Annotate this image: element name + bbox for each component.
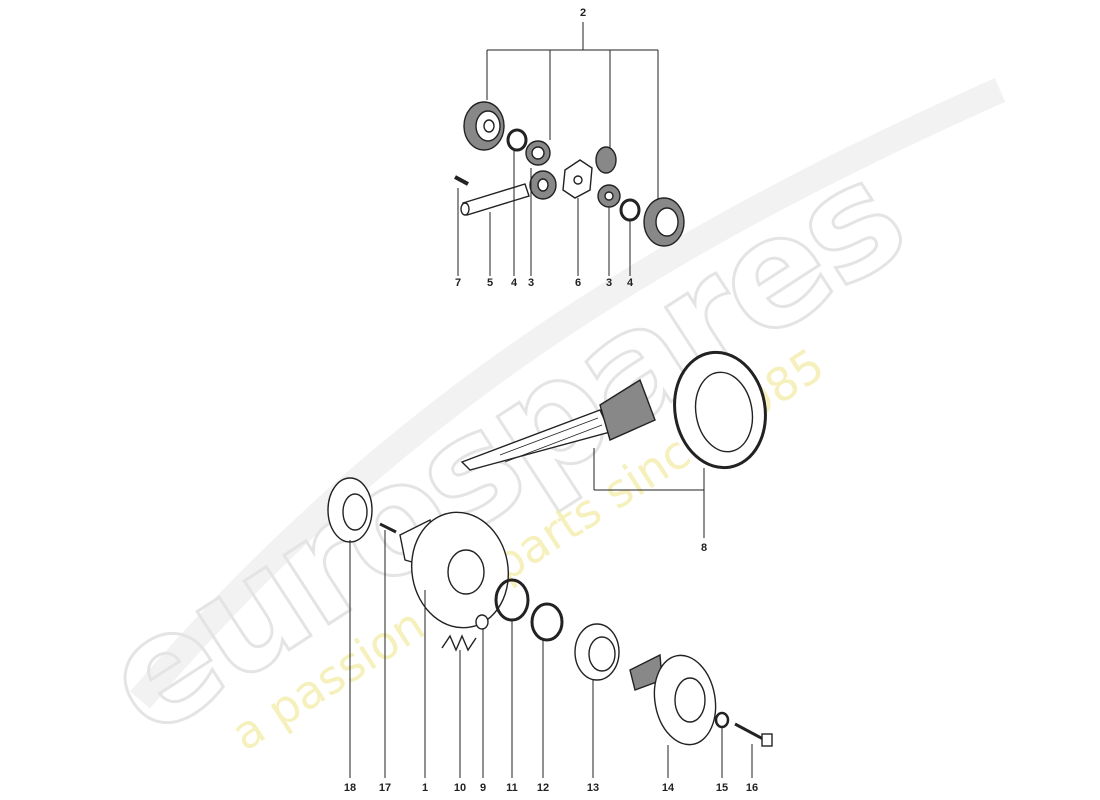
callout-9: 9 — [480, 782, 486, 794]
callout-4-right: 4 — [627, 277, 634, 289]
callout-3-right: 3 — [606, 277, 612, 289]
bolt-16 — [734, 722, 773, 747]
cover-18 — [327, 477, 373, 543]
pinion-gear-right-2 — [597, 184, 621, 208]
pin-7 — [454, 175, 469, 186]
callout-13: 13 — [587, 782, 599, 794]
pinion-shaft — [460, 378, 656, 471]
ring-12 — [530, 602, 564, 642]
clip-10 — [441, 634, 477, 652]
pinion-gear-left-2 — [529, 170, 557, 200]
callout-11: 11 — [506, 782, 518, 794]
block-6 — [562, 159, 593, 199]
callout-5: 5 — [487, 277, 493, 289]
side-gear-left — [463, 101, 505, 151]
pin-17 — [379, 522, 397, 534]
thrust-washer-left — [506, 128, 528, 152]
diff-case-1 — [399, 511, 510, 629]
callout-18: 18 — [344, 782, 356, 794]
callout-10: 10 — [454, 782, 466, 794]
callout-8: 8 — [701, 542, 707, 554]
callout-14: 14 — [662, 782, 675, 794]
callout-2-bracket — [486, 22, 659, 200]
callout-4-left: 4 — [511, 277, 518, 289]
callout-2: 2 — [580, 7, 586, 19]
watermark-swoosh — [130, 78, 1006, 709]
callout-6: 6 — [575, 277, 581, 289]
callout-12: 12 — [537, 782, 549, 794]
flange-14 — [629, 653, 717, 746]
thrust-washer-right — [619, 198, 641, 222]
bearing-13 — [574, 623, 620, 681]
bolt-9 — [475, 614, 489, 630]
pinion-gear-right — [595, 146, 617, 174]
callout-7: 7 — [455, 277, 461, 289]
side-gear-right — [643, 197, 685, 247]
lower-leaders — [349, 530, 753, 778]
upper-leaders — [457, 150, 631, 276]
callout-1: 1 — [422, 782, 428, 794]
shaft-5 — [460, 183, 530, 216]
callout-8-bracket — [593, 448, 705, 538]
pinion-gear-left — [525, 140, 551, 166]
callout-17: 17 — [379, 782, 391, 794]
callout-3-left: 3 — [528, 277, 534, 289]
ring-gear — [673, 350, 767, 470]
callout-16: 16 — [746, 782, 758, 794]
callout-15: 15 — [716, 782, 728, 794]
washer-15 — [714, 711, 730, 729]
